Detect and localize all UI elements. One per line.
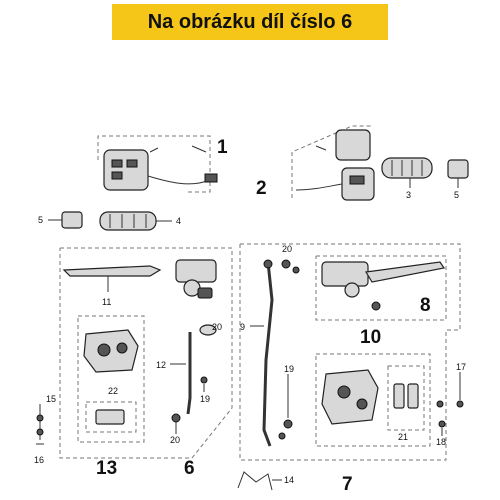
group-7-outline	[239, 243, 461, 461]
callout-19b: 19	[284, 364, 294, 374]
screw	[315, 145, 327, 151]
callout-11: 11	[102, 297, 111, 307]
brake-pads-21	[393, 383, 419, 409]
callout-5a: 5	[38, 215, 43, 225]
right-master-cylinder	[321, 261, 445, 311]
screw	[149, 147, 159, 153]
switch-wire	[295, 183, 343, 191]
master-cylinder	[175, 259, 217, 283]
callout-14: 14	[284, 475, 294, 485]
callout-13: 13	[96, 458, 117, 479]
callout-6: 6	[184, 458, 195, 479]
wire-connector	[204, 173, 218, 183]
callout-9: 9	[240, 322, 245, 332]
left-grip-group	[48, 211, 172, 231]
right-switch-group	[291, 125, 375, 201]
callout-15: 15	[46, 394, 56, 404]
callout-17: 17	[456, 362, 466, 372]
left-master-cylinder	[175, 259, 217, 299]
title-banner: Na obrázku díl číslo 6	[112, 4, 388, 40]
callout-12: 12	[156, 360, 166, 370]
callout-20a: 20	[212, 322, 222, 332]
callout-21: 21	[398, 432, 408, 442]
callout-20b: 20	[170, 435, 180, 445]
brake-caliper	[83, 329, 139, 373]
brake-pads	[95, 409, 125, 425]
right-grip-group	[381, 157, 469, 188]
left-brake-lever	[62, 265, 162, 292]
caliper-7	[321, 369, 379, 425]
callout-19a: 19	[200, 394, 210, 404]
group-6-outline	[59, 247, 233, 459]
spring-clip	[237, 471, 273, 491]
callout-18: 18	[436, 437, 446, 447]
callout-3: 3	[406, 190, 411, 200]
brake-lever	[365, 261, 445, 283]
start-button	[349, 175, 365, 185]
master-cylinder	[321, 261, 369, 287]
callout-16: 16	[34, 455, 44, 465]
switch-wire	[147, 175, 211, 185]
left-switch-housing	[103, 149, 149, 191]
screw	[191, 145, 207, 153]
brake-caliper	[321, 369, 379, 425]
callout-4: 4	[176, 216, 181, 226]
left-brake-hose	[170, 324, 217, 434]
callout-1: 1	[217, 137, 228, 158]
bar-end-weight	[61, 211, 83, 229]
left-grip	[99, 211, 157, 231]
callout-20c: 20	[282, 244, 292, 254]
bar-end-weight	[447, 159, 469, 179]
switch-button	[126, 159, 138, 168]
banner-text: Na obrázku díl číslo 6	[147, 10, 353, 33]
callout-10: 10	[360, 327, 381, 348]
switch-button	[111, 171, 123, 180]
switch-button	[111, 159, 123, 168]
callout-22: 22	[108, 386, 118, 396]
left-switch-group	[97, 135, 218, 193]
callout-2: 2	[256, 178, 267, 199]
group-13-outline	[77, 315, 145, 443]
callout-5b: 5	[454, 190, 459, 200]
callout-8: 8	[420, 295, 431, 316]
brake-lever	[62, 265, 162, 277]
right-switch-upper	[335, 129, 371, 161]
callout-7: 7	[342, 474, 353, 495]
left-bolts	[36, 404, 44, 445]
caliper-13	[83, 329, 139, 373]
right-grip	[381, 157, 433, 179]
right-bolts	[436, 372, 464, 436]
right-brake-hose	[250, 259, 300, 447]
